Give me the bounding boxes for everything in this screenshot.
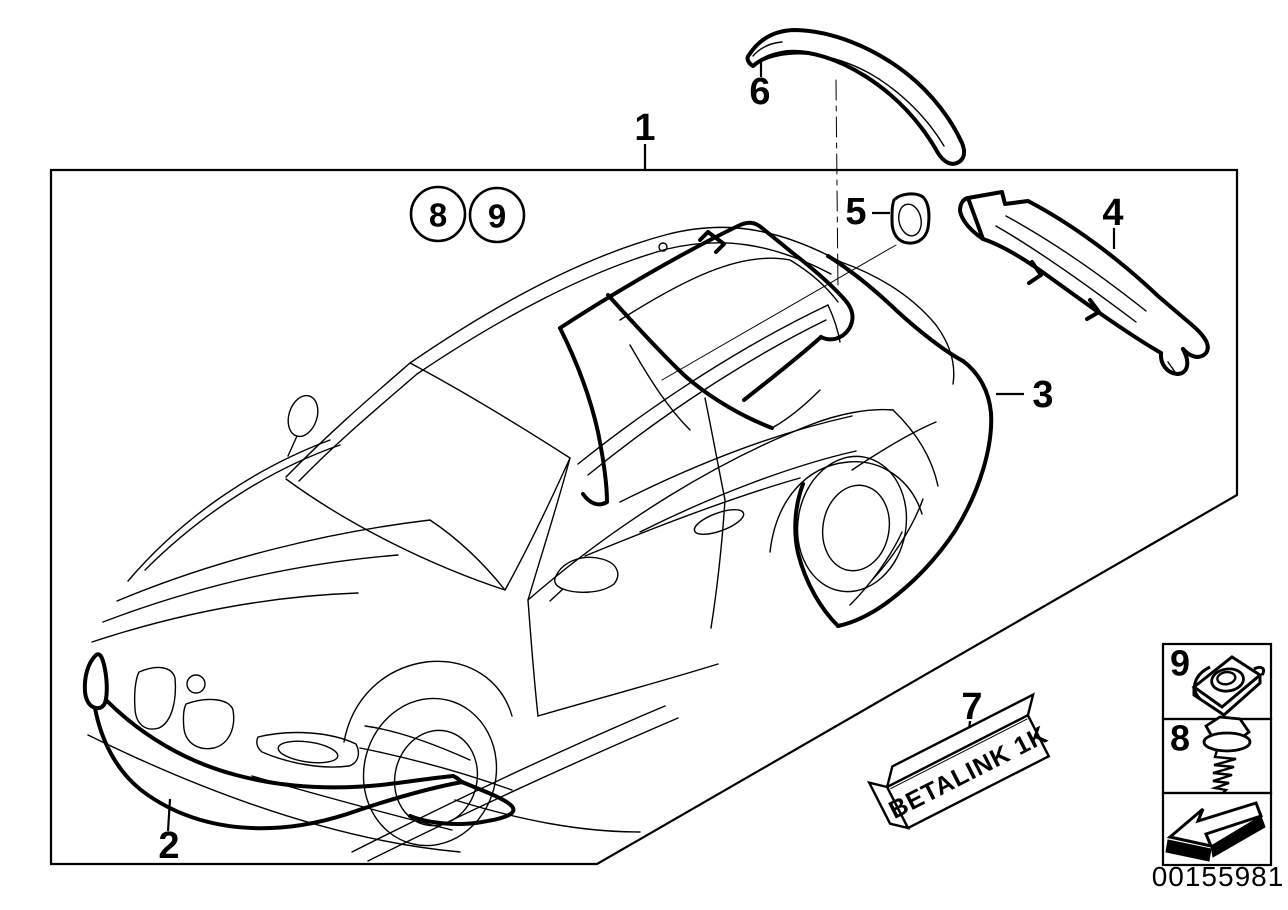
clip-nut-icon bbox=[1191, 655, 1266, 717]
legend-box-arrow bbox=[1161, 791, 1273, 867]
badge-8[interactable]: 8 bbox=[409, 185, 467, 243]
callout-6[interactable]: 6 bbox=[749, 71, 770, 113]
callout-group: 1 2 3 4 5 6 7 bbox=[158, 59, 1124, 867]
callout-7[interactable]: 7 bbox=[961, 686, 982, 728]
screw-icon bbox=[1202, 715, 1252, 794]
part-rear-valance bbox=[958, 190, 1210, 376]
legend-screw-label: 8 bbox=[1170, 718, 1190, 759]
part-rear-spoiler bbox=[745, 28, 967, 166]
callout-3[interactable]: 3 bbox=[1032, 374, 1053, 416]
document-number: 00155981 bbox=[1152, 861, 1285, 892]
diagram-frame bbox=[49, 168, 1239, 866]
part-bumper-top-section-bold bbox=[558, 220, 855, 507]
part-front-spoiler-bold bbox=[82, 652, 516, 831]
callout-2[interactable]: 2 bbox=[158, 825, 179, 867]
callout-4[interactable]: 4 bbox=[1102, 192, 1123, 234]
badge-9-label: 9 bbox=[488, 198, 506, 235]
legend-clip-label: 9 bbox=[1170, 643, 1190, 684]
callout-1[interactable]: 1 bbox=[634, 107, 655, 149]
direction-arrow-icon[interactable] bbox=[1165, 801, 1266, 862]
badge-8-label: 8 bbox=[429, 197, 447, 234]
callout-5[interactable]: 5 bbox=[845, 191, 866, 233]
part-rear-apron-bold bbox=[793, 254, 994, 628]
spoiler-alignment-dashed-line bbox=[835, 79, 839, 291]
legend-column: 9 8 bbox=[1161, 643, 1273, 867]
badge-9[interactable]: 9 bbox=[468, 186, 526, 244]
car-illustration bbox=[87, 226, 955, 862]
part-cover-cap bbox=[661, 192, 931, 381]
